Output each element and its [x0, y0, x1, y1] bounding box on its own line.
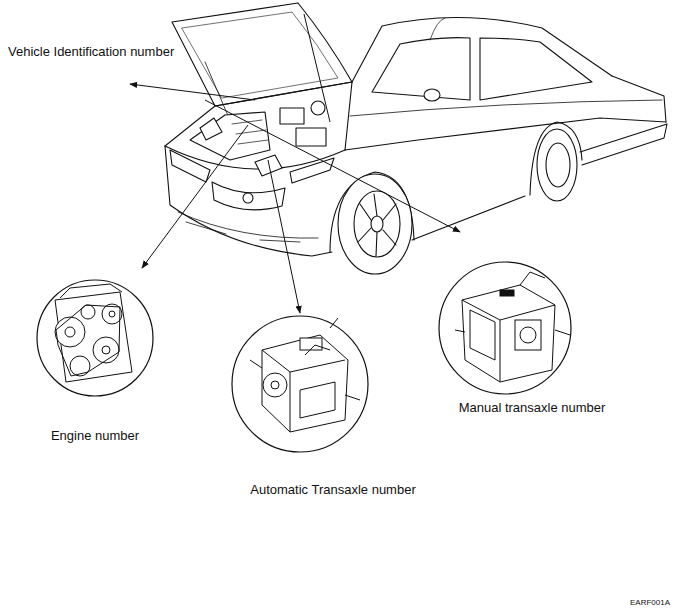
circle-outline	[30, 278, 160, 398]
part-number-label: Automatic Transaxle number	[228, 482, 438, 498]
inset-circle: Engine number	[30, 278, 160, 444]
part-number-label: Engine number	[30, 428, 160, 444]
callout-label: Vehicle Identification number	[8, 44, 174, 59]
circle-border	[439, 262, 571, 394]
inset-circle: Automatic Transaxle number	[228, 316, 438, 498]
inset-circle: Manual transaxle number	[432, 262, 632, 416]
part-number-label: Manual transaxle number	[432, 400, 632, 416]
figure-code: EARF001A	[630, 598, 670, 607]
circle-border	[37, 280, 153, 396]
circle-border	[232, 316, 368, 452]
circle-outline	[432, 262, 632, 396]
circle-outline	[228, 316, 438, 454]
